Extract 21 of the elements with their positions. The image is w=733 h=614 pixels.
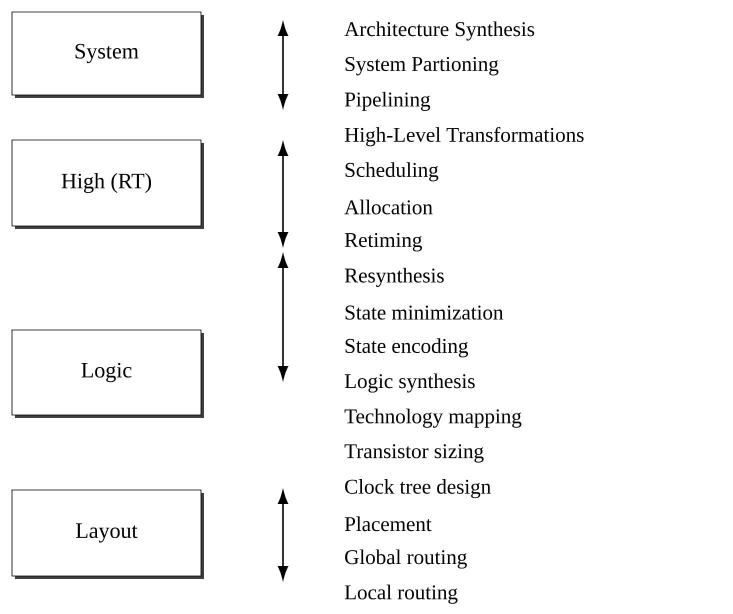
level-box: Layout [12, 490, 204, 579]
level-box: System [12, 12, 204, 98]
task-label: Transistor sizing [344, 444, 484, 463]
task-label: State encoding [346, 338, 468, 358]
task-label: Resynthesis [344, 268, 444, 287]
task-label: Architecture Synthesis [344, 21, 534, 41]
task-label: Pipelining [344, 92, 430, 111]
task-label: Global routing [345, 549, 467, 569]
level-box: High (RT) [12, 140, 204, 229]
task-label: Allocation [344, 200, 433, 214]
task-label: Clock tree design [345, 479, 491, 498]
task-label: Scheduling [346, 162, 438, 182]
task-label: Placement [344, 516, 432, 532]
task-label: Retiming [344, 232, 422, 252]
task-label: System Partioning [346, 56, 498, 76]
level-box: Logic [12, 330, 204, 418]
task-label: Local routing [344, 584, 458, 604]
task-label: High-Level Transformations [344, 126, 584, 146]
task-label: Logic synthesis [344, 373, 475, 393]
task-label: Technology mapping [344, 408, 522, 428]
task-label: State minimization [346, 306, 504, 320]
